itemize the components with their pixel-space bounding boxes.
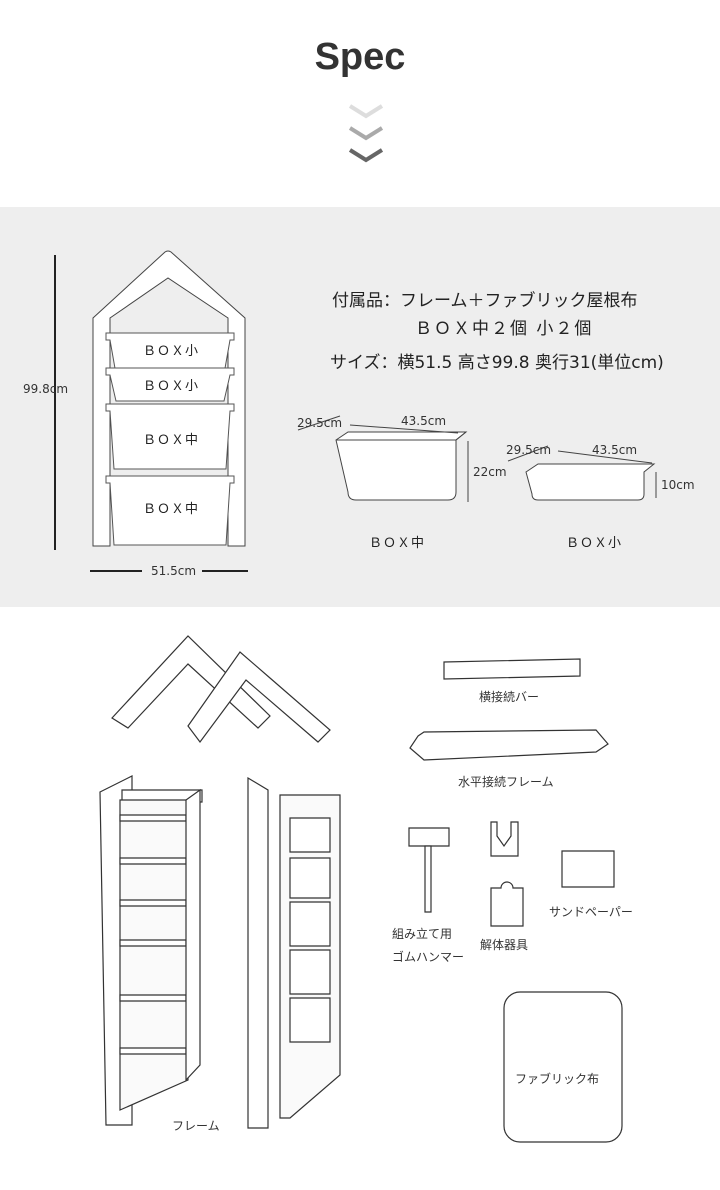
size-text: サイズ：横51.5 高さ99.8 奥行31(単位cm) [330, 353, 664, 373]
page-title: Spec [314, 36, 406, 78]
accessories-text: 付属品：フレーム＋ファブリック屋根布 [332, 291, 638, 311]
shelf-label: ＢＯＸ小 [143, 344, 200, 359]
part-frame-label: フレーム [172, 1119, 220, 1133]
box-medium-height: 22cm [473, 465, 507, 479]
shelf-label: ＢＯＸ小 [143, 379, 200, 394]
shelf-label: ＢＯＸ中 [143, 433, 200, 448]
frame-diagram-illustration [54, 250, 657, 572]
boxes-text: ＢＯＸ中２個 小２個 [415, 319, 594, 339]
box-small-label: ＢＯＸ小 [566, 536, 623, 551]
shelf-label: ＢＯＸ中 [143, 502, 200, 517]
part-fabric-label: ファブリック布 [515, 1072, 600, 1086]
box-medium-depth: 29.5cm [297, 416, 343, 430]
part-tool-label: 解体器具 [480, 938, 529, 952]
part-hammer-label: ゴムハンマー [392, 950, 465, 964]
chevron-down-icon [348, 104, 384, 163]
box-medium-label: ＢＯＸ中 [369, 536, 426, 551]
part-sandpaper-label: サンドペーパー [549, 905, 633, 919]
part-horizontal-frame-label: 水平接続フレーム [458, 775, 554, 789]
height-dimension: 99.8cm [23, 382, 69, 396]
box-small-height: 10cm [661, 478, 695, 492]
box-small-depth: 29.5cm [506, 443, 552, 457]
width-dimension: 51.5cm [151, 564, 197, 578]
part-bar-label: 横接続バー [479, 690, 540, 704]
box-small-width: 43.5cm [592, 443, 638, 457]
box-medium-width: 43.5cm [401, 414, 447, 428]
part-hammer-label: 組み立て用 [392, 927, 453, 941]
